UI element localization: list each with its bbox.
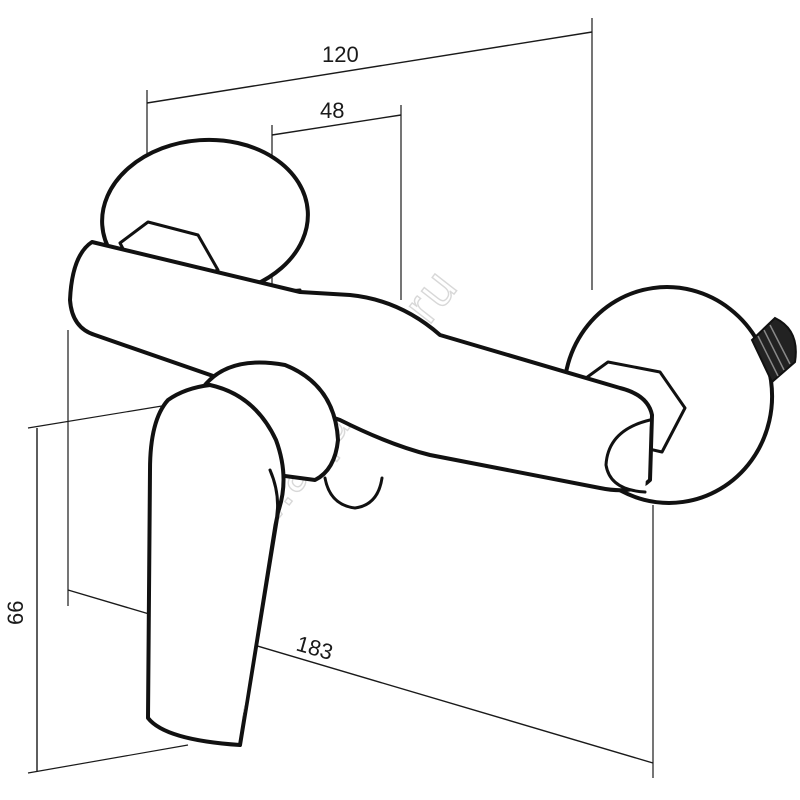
lever-handle <box>146 383 286 747</box>
dimension-lines <box>27 18 654 778</box>
dimension-label-66: 66 <box>3 601 28 625</box>
main-body <box>68 240 654 493</box>
dimension-label-183: 183 <box>294 631 336 665</box>
dimension-label-48: 48 <box>320 98 344 123</box>
bottom-outlet <box>323 476 384 510</box>
faucet-body <box>68 137 797 747</box>
dimension-label-120: 120 <box>322 42 359 67</box>
threaded-nipple <box>750 316 797 384</box>
